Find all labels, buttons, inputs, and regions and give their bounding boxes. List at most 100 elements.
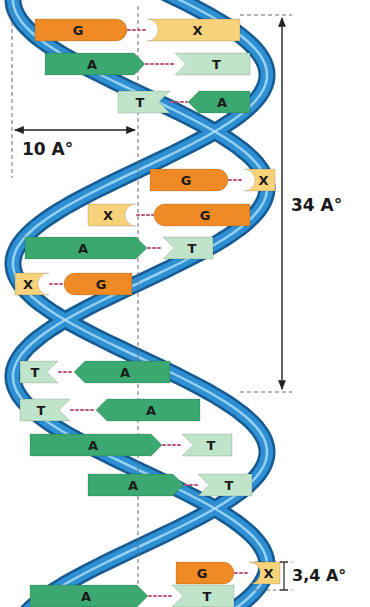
base-letter: A [87, 58, 97, 71]
base-shape: X [249, 562, 280, 584]
backbone-layer [13, 0, 267, 607]
dimension-guide [240, 392, 292, 393]
base-outline-path [30, 434, 162, 456]
hydrogen-bond [128, 29, 146, 31]
base-shape: G [35, 19, 127, 41]
base-letter: X [23, 278, 33, 291]
backbone-layer [13, 0, 267, 607]
hydrogen-bond [50, 283, 63, 285]
base-letter: T [212, 58, 221, 71]
base-shape: G [64, 273, 132, 295]
base-outline-path [147, 19, 240, 41]
base-outline-path [20, 361, 58, 383]
base-letter: X [103, 209, 113, 222]
dimension-guide [255, 590, 292, 591]
base-letter: G [96, 278, 107, 291]
base-letter: G [200, 209, 211, 222]
base-outline-path [35, 19, 127, 41]
base-outline-path [172, 585, 234, 607]
hydrogen-bond [71, 409, 95, 411]
base-shape: T [182, 434, 232, 456]
base-letter: G [181, 174, 192, 187]
backbone-layer [13, 0, 267, 607]
base-shape: T [118, 91, 170, 113]
base-shape: A [96, 399, 200, 421]
base-letter: X [263, 567, 273, 580]
base-letter: G [73, 24, 84, 37]
base-shape: X [88, 204, 136, 226]
dimension-label: 34 A° [289, 195, 344, 215]
hydrogen-bond [185, 484, 197, 486]
backbone-strand [13, 0, 267, 607]
backbone-strand [13, 0, 267, 607]
base-shape: A [188, 91, 250, 113]
base-outline-path [150, 169, 228, 191]
base-shape: X [15, 273, 49, 295]
base-letter: A [78, 242, 88, 255]
base-outline-path [182, 434, 232, 456]
hydrogen-bond [229, 179, 243, 181]
base-outline-path [20, 399, 70, 421]
backbone-strand [13, 0, 267, 607]
base-outline-path [64, 273, 132, 295]
base-letter: T [188, 242, 197, 255]
base-shape: G [150, 169, 228, 191]
base-shape: T [198, 474, 252, 496]
base-letter: X [192, 24, 202, 37]
dimension-tick [280, 561, 288, 562]
base-letter: T [136, 96, 145, 109]
base-shape: A [74, 361, 170, 383]
base-letter: A [88, 439, 98, 452]
backbone-group [13, 0, 267, 607]
base-shape: T [172, 585, 234, 607]
base-outline-path [175, 53, 250, 75]
base-shape: T [20, 399, 70, 421]
base-outline-path [118, 91, 170, 113]
base-outline-path [15, 273, 49, 295]
base-letter: X [258, 174, 268, 187]
base-shape: G [176, 562, 234, 584]
base-letter: A [146, 404, 156, 417]
dimension-label: 10 A° [20, 139, 75, 159]
hydrogen-bond [235, 572, 248, 574]
dimension-line [283, 562, 284, 590]
base-shape: T [163, 237, 213, 259]
hydrogen-bond [146, 63, 174, 65]
base-shape: A [25, 237, 147, 259]
backbone-strand [13, 0, 267, 607]
base-letter: T [207, 439, 216, 452]
backbone-strand [13, 0, 267, 607]
base-shape: T [175, 53, 250, 75]
base-outline-path [244, 169, 275, 191]
base-outline-path [188, 91, 250, 113]
base-outline-path [176, 562, 234, 584]
base-outline-path [45, 53, 145, 75]
backbone-strand [13, 0, 267, 607]
hydrogen-bond [59, 371, 73, 373]
base-letter: A [81, 590, 91, 603]
base-letter: G [197, 567, 208, 580]
base-outline-path [249, 562, 280, 584]
hydrogen-bond [149, 595, 171, 597]
base-shape: A [30, 434, 162, 456]
base-letter: A [217, 96, 227, 109]
base-outline-path [25, 237, 147, 259]
base-shape: A [88, 474, 184, 496]
base-outline-path [198, 474, 252, 496]
base-shape: A [30, 585, 148, 607]
hydrogen-bond [137, 214, 153, 216]
base-outline-path [88, 204, 136, 226]
base-outline-path [154, 204, 250, 226]
base-shape: T [20, 361, 58, 383]
base-letter: A [128, 479, 138, 492]
base-letter: T [37, 404, 46, 417]
base-shape: A [45, 53, 145, 75]
base-outline-path [74, 361, 170, 383]
base-outline-path [30, 585, 148, 607]
base-shape: G [154, 204, 250, 226]
dimension-tick [280, 589, 288, 590]
base-shape: X [147, 19, 240, 41]
